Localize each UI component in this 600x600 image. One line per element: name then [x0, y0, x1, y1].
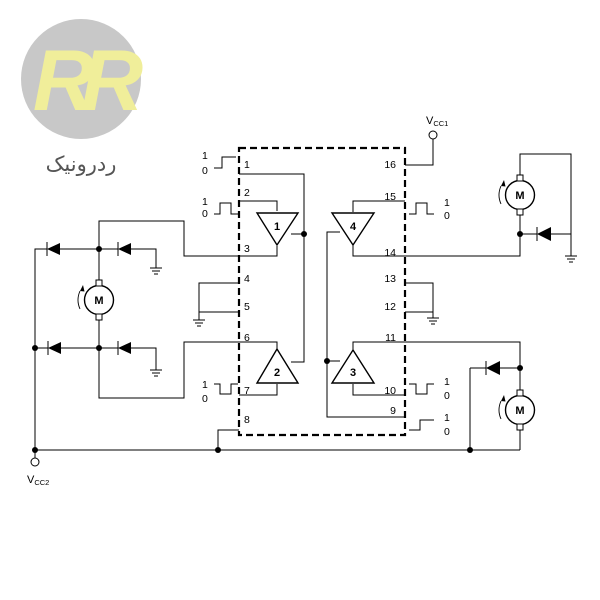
svg-text:1: 1 — [444, 412, 450, 424]
driver-1 — [255, 212, 300, 247]
driver-4-label: 4 — [350, 221, 357, 233]
pin-6: 6 — [244, 332, 250, 344]
left-bridge: M — [34, 220, 520, 451]
diode — [118, 342, 131, 354]
pin-16: 16 — [384, 159, 396, 171]
drivers: 1 2 3 4 — [255, 212, 376, 384]
svg-text:1: 1 — [202, 150, 208, 162]
pin-2: 2 — [244, 187, 250, 199]
driver-1-label: 1 — [274, 221, 280, 233]
motor-left-label: M — [94, 295, 103, 307]
driver-2 — [255, 347, 300, 384]
right-top-motor-circuit: M — [405, 153, 578, 263]
motor-right-top-label: M — [515, 190, 524, 202]
brand-logo: RR — [21, 19, 157, 139]
svg-text:1: 1 — [202, 379, 208, 391]
pin-13: 13 — [384, 273, 396, 285]
pin-12: 12 — [384, 301, 396, 313]
pin-labels: 1 2 3 4 5 6 7 8 16 15 14 13 12 11 10 9 — [244, 159, 396, 426]
diode — [47, 243, 60, 255]
pin-9: 9 — [390, 405, 396, 417]
pin-10: 10 — [384, 385, 396, 397]
svg-text:VCC1: VCC1 — [426, 115, 448, 128]
pin-4: 4 — [244, 273, 250, 285]
svg-text:1: 1 — [444, 197, 450, 209]
vcc2-terminal: VCC2 — [27, 450, 49, 487]
brand-name: ردرونیک — [46, 152, 117, 176]
right-bottom-motor-circuit: M — [405, 341, 536, 450]
svg-text:0: 0 — [444, 390, 450, 402]
motor-right-bottom-label: M — [515, 405, 524, 417]
svg-text:0: 0 — [444, 210, 450, 222]
svg-text:0: 0 — [202, 165, 208, 177]
svg-text:0: 0 — [202, 393, 208, 405]
svg-text:VCC2: VCC2 — [27, 474, 49, 487]
internal-wiring — [198, 139, 434, 450]
driver-2-label: 2 — [274, 367, 280, 379]
logo-letters: RR — [33, 33, 143, 129]
driver-3 — [330, 348, 376, 384]
diode — [486, 361, 500, 375]
diode — [118, 243, 131, 255]
svg-text:1: 1 — [202, 196, 208, 208]
pin-3: 3 — [244, 243, 250, 255]
pin-14: 14 — [384, 247, 396, 259]
pin-1: 1 — [244, 159, 250, 171]
pin-15: 15 — [384, 191, 396, 203]
vcc1-terminal: VCC1 — [426, 115, 448, 140]
diode — [48, 342, 61, 354]
svg-text:0: 0 — [202, 208, 208, 220]
ic-package — [237, 146, 407, 437]
svg-text:1: 1 — [444, 376, 450, 388]
control-signals: 1 0 1 0 1 0 1 0 1 0 1 0 — [202, 150, 450, 438]
svg-text:0: 0 — [444, 426, 450, 438]
logo-circle — [21, 19, 141, 139]
diode — [537, 227, 551, 241]
pin-7: 7 — [244, 385, 250, 397]
driver-4 — [330, 212, 376, 247]
driver-3-label: 3 — [350, 367, 356, 379]
pin-11: 11 — [385, 332, 396, 344]
pin-5: 5 — [244, 301, 250, 313]
pin-8: 8 — [244, 414, 250, 426]
